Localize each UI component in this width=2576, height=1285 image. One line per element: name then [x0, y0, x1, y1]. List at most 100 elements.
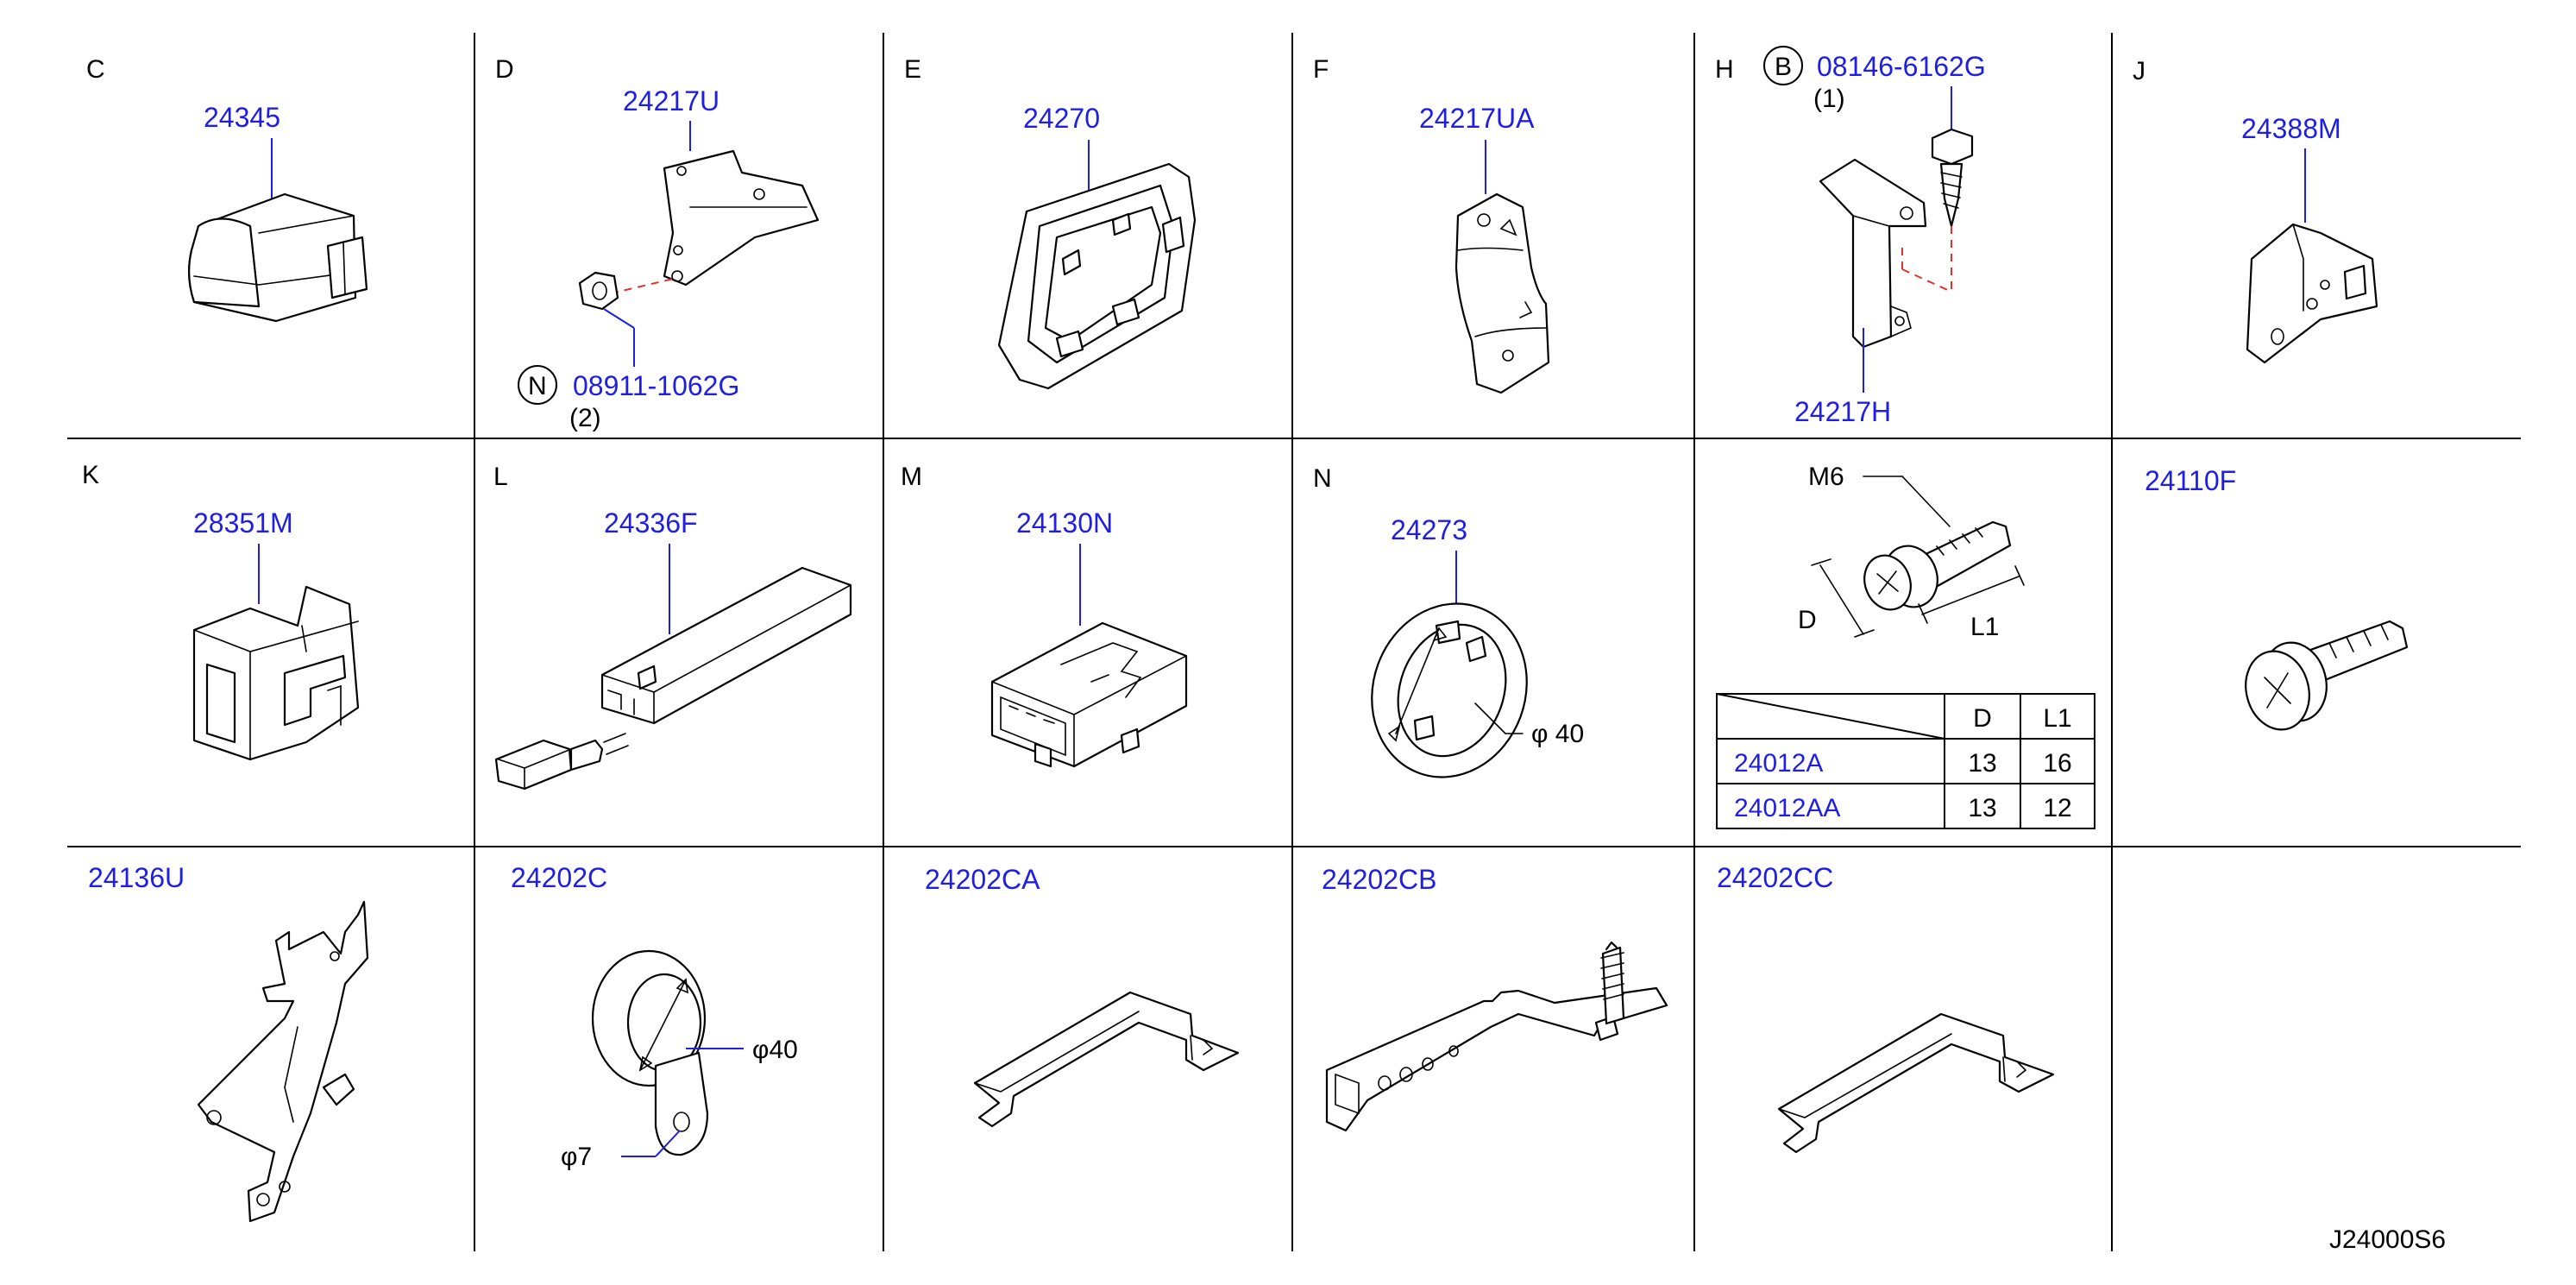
- section-f: F 24217UA: [1313, 55, 1550, 394]
- part-number-08146-6162G[interactable]: 08146-6162G: [1817, 51, 1986, 82]
- j-bracket-icon: [2246, 223, 2378, 364]
- ring-diameter: φ 40: [1531, 720, 1584, 748]
- part-number-28351M[interactable]: 28351M: [193, 507, 293, 539]
- grid-lines: [67, 33, 2521, 1251]
- section-h: H B 08146-6162G (1) 24217H: [1715, 46, 1986, 427]
- section-k: K 28351M: [82, 461, 360, 761]
- dim-l1-tick: [2014, 565, 2025, 586]
- part-number-24202CA[interactable]: 24202CA: [925, 864, 1040, 895]
- diagram-code: J24000S6: [2329, 1225, 2446, 1254]
- part-number-24388M[interactable]: 24388M: [2241, 113, 2341, 144]
- clamp-diameter: φ40: [752, 1036, 798, 1064]
- section-letter: F: [1313, 55, 1329, 84]
- section-m: M 24130N: [901, 463, 1188, 768]
- h-bracket-icon: [1819, 158, 1927, 349]
- part-number-24130N[interactable]: 24130N: [1016, 507, 1113, 539]
- flange-bolt-icon: [1863, 520, 2012, 611]
- dim-leader: [655, 1130, 681, 1157]
- section-bracket-cc: 24202CC: [1717, 862, 2055, 1154]
- section-bracket-cb: 24202CB: [1322, 864, 1668, 1132]
- dim-d-label: D: [1798, 606, 1817, 634]
- long-bracket-icon: [197, 900, 369, 1223]
- part-number-24217H[interactable]: 24217H: [1794, 396, 1891, 427]
- part-number-24202CB[interactable]: 24202CB: [1322, 864, 1436, 895]
- part-number-24217U[interactable]: 24217U: [623, 85, 719, 117]
- table-header-d: D: [1973, 704, 1992, 733]
- dim-d-line: [1819, 564, 1864, 635]
- section-letter: C: [86, 55, 105, 84]
- section-bracket-ca: 24202CA: [925, 864, 1240, 1128]
- section-letter: L: [493, 463, 508, 491]
- n-badge-letter: N: [528, 372, 547, 400]
- part-number-24345[interactable]: 24345: [204, 102, 280, 133]
- section-bracket-u: 24136U: [88, 862, 369, 1223]
- terminal-icon: [494, 733, 629, 791]
- section-pin: 24110F: [2145, 465, 2409, 731]
- thread-leader: [1901, 476, 1951, 527]
- fastener-quantity: (2): [569, 404, 601, 432]
- strap-bracket-icon: [1454, 192, 1550, 394]
- table-row-d: 13: [1968, 794, 1996, 822]
- section-letter: D: [495, 55, 514, 84]
- hat-bracket-icon: [973, 991, 1240, 1128]
- bolt-size-table: D L1 24012A 13 16 24012AA 13 12: [1716, 693, 2095, 829]
- section-j: J 24388M: [2133, 57, 2378, 364]
- connector-housing-icon: [600, 566, 852, 725]
- grommet-frame-icon: [997, 162, 1197, 390]
- assembly-dash: [1901, 268, 1952, 293]
- section-letter: M: [901, 463, 922, 491]
- section-bolt: M6 D L1 D L1 24012A 13 16: [1716, 463, 2095, 829]
- b-badge-icon: [1763, 46, 1803, 85]
- pin-clip-icon: [2245, 620, 2409, 731]
- grommet-ring-icon: [1371, 602, 1528, 778]
- dim-d-tick: [1854, 629, 1875, 638]
- table-header-l1: L1: [2043, 704, 2071, 733]
- hole-diameter: φ7: [561, 1143, 592, 1171]
- hat-bracket-icon: [1777, 1012, 2055, 1154]
- assembly-dash: [610, 277, 678, 294]
- relay-part-icon: [188, 192, 368, 323]
- connector-block-icon: [990, 621, 1188, 768]
- part-number-24136U[interactable]: 24136U: [88, 862, 185, 893]
- part-number-08911-1062G[interactable]: 08911-1062G: [573, 370, 739, 401]
- section-letter: K: [82, 461, 99, 489]
- part-number-24270[interactable]: 24270: [1023, 103, 1100, 134]
- nut-icon: [578, 271, 619, 311]
- table-row-part[interactable]: 24012A: [1734, 749, 1823, 778]
- section-l: L 24336F: [493, 463, 852, 791]
- dim-l1-label: L1: [1970, 613, 1999, 641]
- section-letter: N: [1313, 464, 1332, 493]
- dim-d-tick: [1811, 558, 1831, 566]
- b-badge-letter: B: [1775, 53, 1792, 81]
- part-number-24110F[interactable]: 24110F: [2145, 465, 2236, 496]
- part-number-24217UA[interactable]: 24217UA: [1419, 103, 1535, 134]
- part-number-24336F[interactable]: 24336F: [604, 507, 698, 539]
- leader-line: [603, 308, 635, 329]
- section-n: N 24273 φ 40: [1313, 464, 1584, 778]
- section-e: E 24270: [904, 55, 1197, 390]
- section-letter: H: [1715, 55, 1734, 84]
- section-d: D 24217U N 08911-1062G (2): [495, 55, 820, 432]
- ring-clamp-icon: [591, 949, 709, 1156]
- part-number-24202C[interactable]: 24202C: [511, 862, 607, 893]
- relay-block-icon: [192, 585, 360, 761]
- dim-leader: [1474, 702, 1506, 734]
- part-number-24273[interactable]: 24273: [1391, 514, 1467, 545]
- table-row-l1: 12: [2043, 794, 2071, 822]
- stud-bolt-icon: [1600, 941, 1625, 1025]
- bracket-part-icon: [663, 149, 820, 287]
- n-badge-icon: [518, 365, 557, 405]
- dim-l1-tick: [1918, 603, 1928, 624]
- dim-l1-line: [1921, 576, 2020, 615]
- part-number-24202CC[interactable]: 24202CC: [1717, 862, 1833, 893]
- section-letter: J: [2133, 57, 2146, 85]
- table-row-part[interactable]: 24012AA: [1734, 794, 1840, 822]
- table-row-d: 13: [1968, 749, 1996, 778]
- section-letter: E: [904, 55, 921, 84]
- fastener-quantity: (1): [1813, 85, 1845, 113]
- table-row-l1: 16: [2043, 749, 2071, 778]
- bolt-thread-label: M6: [1808, 463, 1844, 491]
- section-c: C 24345: [86, 55, 368, 323]
